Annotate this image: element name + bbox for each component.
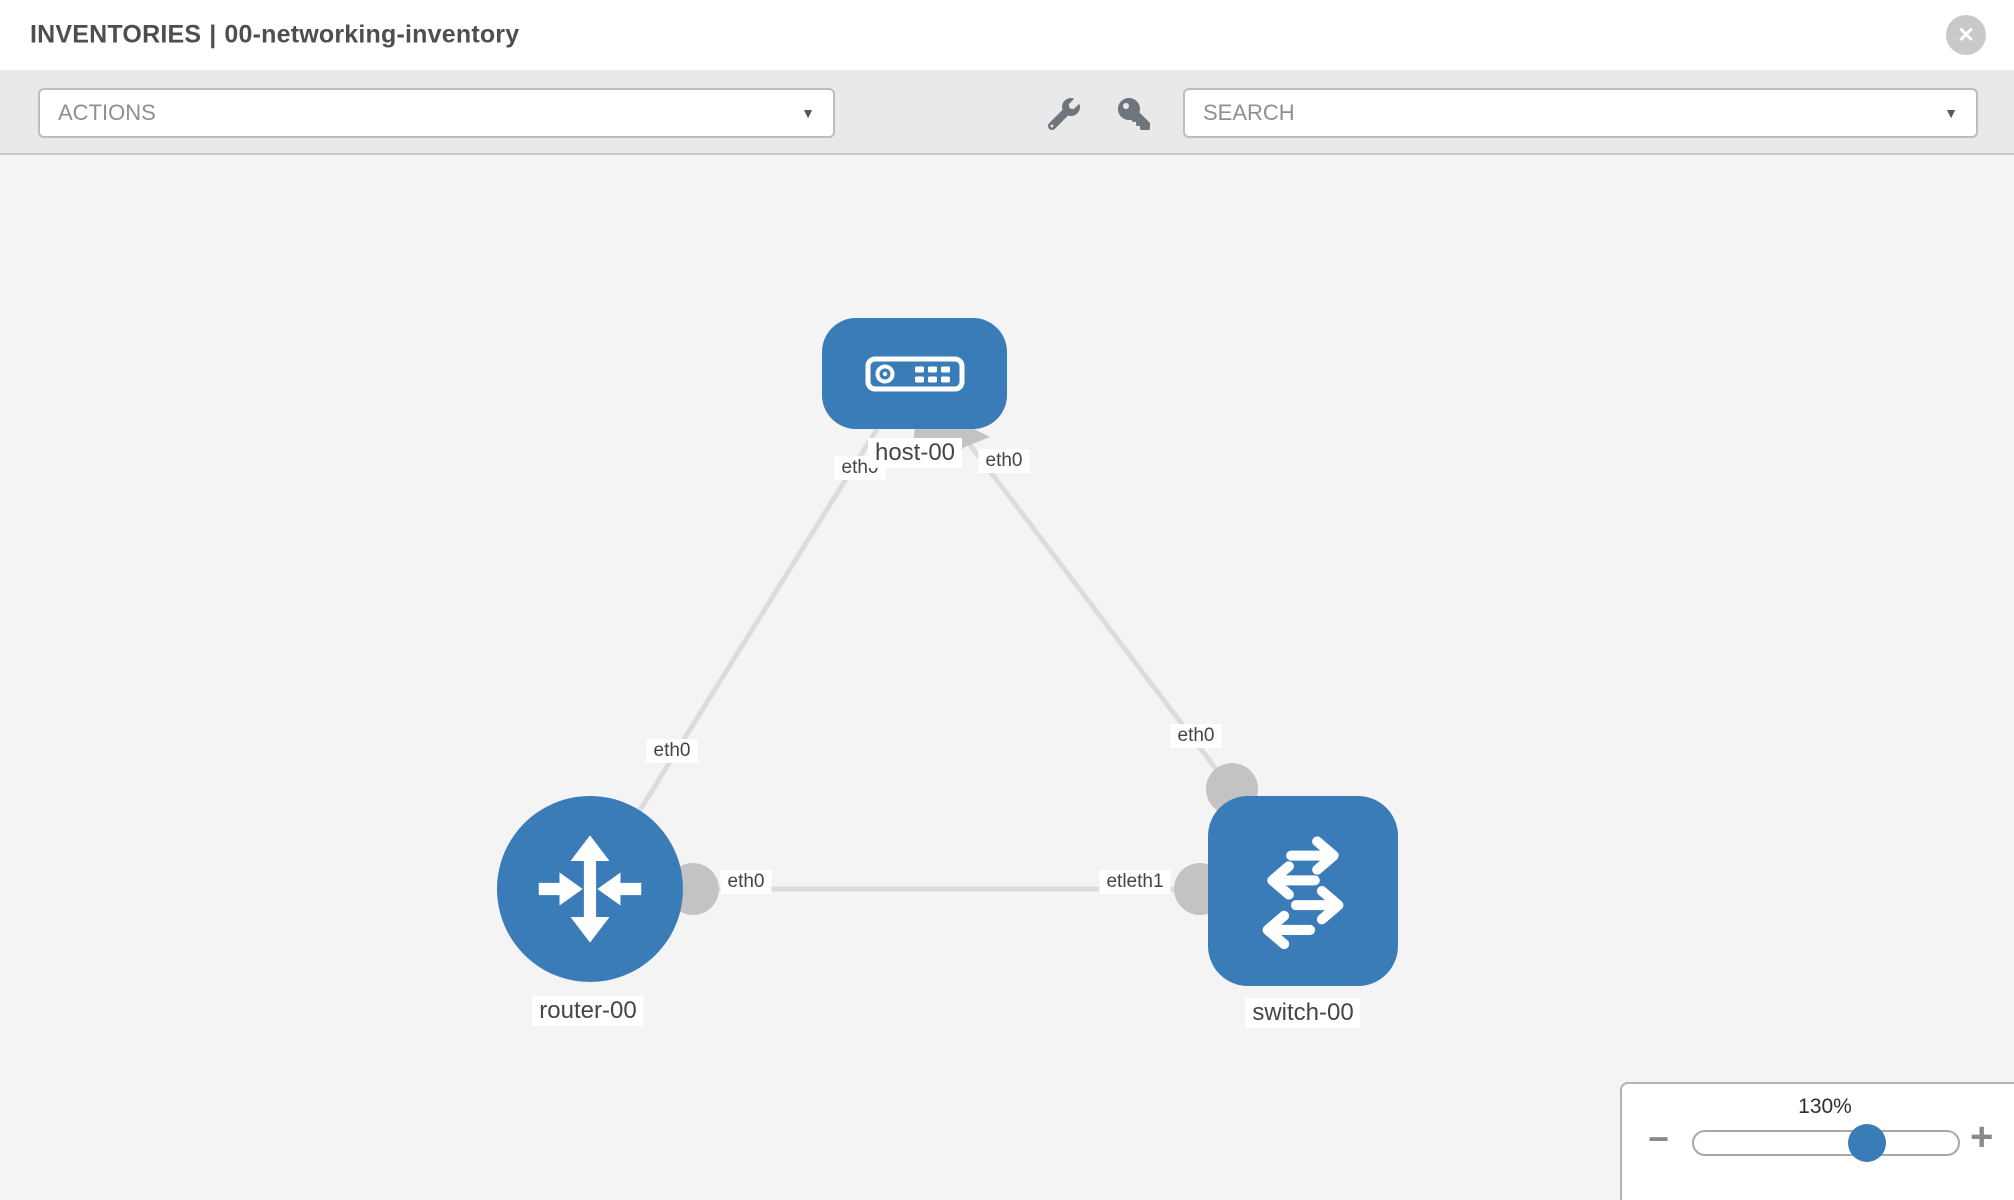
- interface-label-bottom-left: eth0: [720, 870, 772, 894]
- node-label-switch: switch-00: [1245, 998, 1361, 1028]
- interface-label-router-uplink: eth0: [646, 739, 698, 763]
- topology-canvas[interactable]: host-00 router-00 switch-00 eth0 eth0 et…: [0, 155, 2014, 1200]
- credentials-button[interactable]: [1116, 96, 1152, 132]
- interface-label-bottom-right: etleth1: [1099, 870, 1171, 894]
- header-bar: INVENTORIES|00-networking-inventory ✕: [0, 0, 2014, 70]
- configure-button[interactable]: [1046, 96, 1082, 132]
- zoom-panel: 130% − +: [1620, 1082, 2014, 1200]
- key-icon: [1118, 98, 1150, 130]
- zoom-slider-track[interactable]: [1692, 1130, 1960, 1156]
- node-router-00[interactable]: [497, 796, 683, 982]
- inventory-name: 00-networking-inventory: [224, 20, 520, 49]
- minus-icon: −: [1648, 1118, 1670, 1159]
- interface-label-host-right: eth0: [978, 449, 1030, 473]
- zoom-percent-readout: 130%: [1798, 1095, 1852, 1118]
- page-title: INVENTORIES|00-networking-inventory: [30, 21, 519, 50]
- wrench-icon: [1048, 98, 1080, 130]
- node-label-host: host-00: [867, 438, 963, 468]
- search-dropdown-label: SEARCH: [1203, 100, 1295, 125]
- actions-dropdown-label: ACTIONS: [58, 100, 156, 125]
- page-title-section: INVENTORIES: [30, 20, 202, 49]
- chevron-down-icon: ▼: [801, 105, 815, 121]
- switch-icon: [1262, 836, 1344, 950]
- interface-label-host-left: eth0: [834, 456, 886, 480]
- close-icon: ✕: [1957, 23, 1975, 47]
- plus-icon: +: [1970, 1115, 1994, 1159]
- zoom-slider-handle[interactable]: [1848, 1124, 1886, 1162]
- actions-dropdown[interactable]: ACTIONS ▼: [38, 88, 835, 138]
- zoom-out-button[interactable]: −: [1648, 1121, 1669, 1157]
- zoom-in-button[interactable]: +: [1970, 1117, 1993, 1157]
- chevron-down-icon: ▼: [1944, 105, 1958, 121]
- page-title-separator: |: [209, 20, 217, 49]
- router-icon: [538, 835, 642, 943]
- topology-links-layer: [637, 410, 1258, 915]
- toolbar: ACTIONS ▼ SEARCH ▼: [0, 70, 2014, 155]
- node-switch-00[interactable]: [1208, 796, 1398, 986]
- node-host-00[interactable]: [822, 318, 1007, 429]
- host-icon: [865, 356, 964, 391]
- close-button[interactable]: ✕: [1946, 15, 1986, 55]
- interface-label-switch-uplink: eth0: [1170, 724, 1222, 748]
- node-label-router: router-00: [532, 996, 644, 1026]
- search-dropdown[interactable]: SEARCH ▼: [1183, 88, 1978, 138]
